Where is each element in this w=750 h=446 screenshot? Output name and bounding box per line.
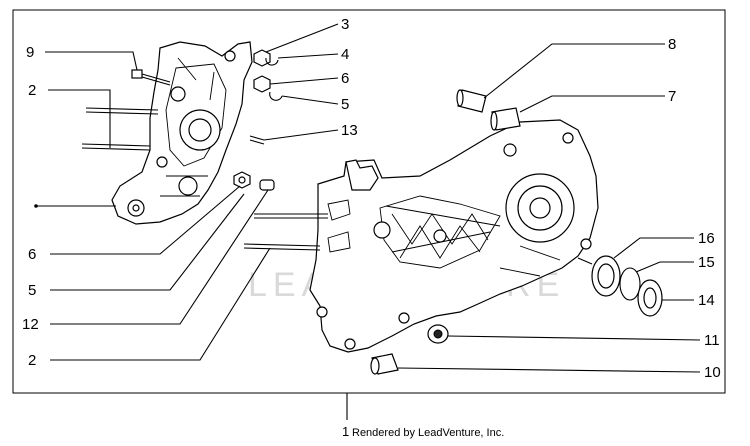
dowel-part-12 bbox=[259, 179, 275, 191]
dowel-part-8 bbox=[456, 89, 487, 113]
dowel-part-10 bbox=[370, 353, 399, 375]
bearing-part-14 bbox=[637, 279, 663, 317]
callout-6-top: 6 bbox=[341, 70, 349, 87]
callout-2-lower: 2 bbox=[28, 352, 36, 369]
callout-2-top: 2 bbox=[28, 82, 36, 99]
callout-12: 12 bbox=[22, 316, 39, 333]
callout-15: 15 bbox=[698, 254, 715, 271]
studs-part-2-right bbox=[243, 213, 328, 251]
bushing-part-11 bbox=[427, 324, 449, 344]
dowel-part-7 bbox=[490, 107, 521, 131]
nut-clip-parts-mid bbox=[233, 171, 251, 189]
callout-8: 8 bbox=[668, 36, 676, 53]
callout-1: 1 bbox=[342, 424, 349, 439]
callout-3: 3 bbox=[341, 16, 349, 33]
nut-clip-parts-top bbox=[253, 49, 283, 101]
studs-part-2-left bbox=[81, 107, 159, 151]
diagram-frame bbox=[12, 9, 726, 394]
footer-attribution: Rendered by LeadVenture, Inc. bbox=[352, 427, 504, 439]
seal-part-16 bbox=[591, 255, 621, 297]
callout-11: 11 bbox=[704, 332, 720, 349]
callout-13: 13 bbox=[341, 122, 358, 139]
leader-lines bbox=[34, 23, 701, 373]
callout-10: 10 bbox=[704, 364, 721, 381]
bolt-part-9 bbox=[131, 69, 171, 86]
callout-5-lower: 5 bbox=[28, 282, 36, 299]
callout-5-top: 5 bbox=[341, 96, 349, 113]
callout-14: 14 bbox=[698, 292, 715, 309]
left-crankcase-half bbox=[111, 41, 253, 225]
pin-part-13 bbox=[249, 135, 265, 145]
ring-part-15 bbox=[619, 267, 641, 301]
callout-7: 7 bbox=[668, 88, 676, 105]
callout-4: 4 bbox=[341, 46, 349, 63]
callout-6-lower: 6 bbox=[28, 246, 36, 263]
main-crankcase-half bbox=[309, 119, 599, 353]
callout-16: 16 bbox=[698, 230, 715, 247]
callout-9: 9 bbox=[26, 44, 34, 61]
